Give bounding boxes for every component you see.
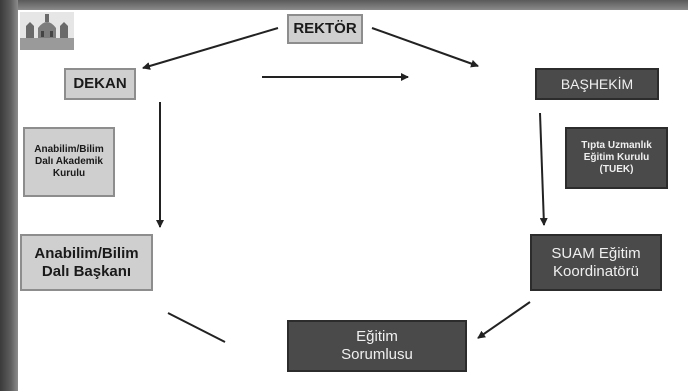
arrow-rektor-to-bashekim <box>371 27 479 68</box>
arrow-rektor-to-dekan <box>142 27 279 70</box>
abd-baskani-box: Anabilim/Bilim Dalı Başkanı <box>20 234 153 291</box>
arrow-suam-to-sorumlu <box>477 301 531 339</box>
left-border-bar <box>0 0 18 391</box>
egitim-sorumlusu-box: Eğitim Sorumlusu <box>287 320 467 372</box>
line-abd-baskani-to-sorumlu <box>167 312 226 343</box>
akademik-kurulu-label: Anabilim/Bilim Dalı Akademik Kurulu <box>34 144 104 179</box>
arrow-bashekim-to-suam <box>539 112 548 226</box>
dekan-label: DEKAN <box>73 75 127 92</box>
university-logo-icon <box>20 12 74 50</box>
suam-label: SUAM Eğitim Koordinatörü <box>551 244 641 280</box>
tuek-label: Tıpta Uzmanlık Eğitim Kurulu (TUEK) <box>581 140 652 175</box>
bashekim-box: BAŞHEKİM <box>535 68 659 100</box>
suam-box: SUAM Eğitim Koordinatörü <box>530 234 662 291</box>
top-border-bar <box>18 0 688 10</box>
akademik-kurulu-box: Anabilim/Bilim Dalı Akademik Kurulu <box>23 127 115 197</box>
rektor-label: REKTÖR <box>293 20 357 37</box>
egitim-sorumlusu-label: Eğitim Sorumlusu <box>341 328 413 363</box>
rektor-box: REKTÖR <box>287 14 363 44</box>
abd-baskani-label: Anabilim/Bilim Dalı Başkanı <box>34 244 139 280</box>
bashekim-label: BAŞHEKİM <box>560 75 634 92</box>
tuek-box: Tıpta Uzmanlık Eğitim Kurulu (TUEK) <box>565 127 668 189</box>
dekan-box: DEKAN <box>64 68 136 100</box>
